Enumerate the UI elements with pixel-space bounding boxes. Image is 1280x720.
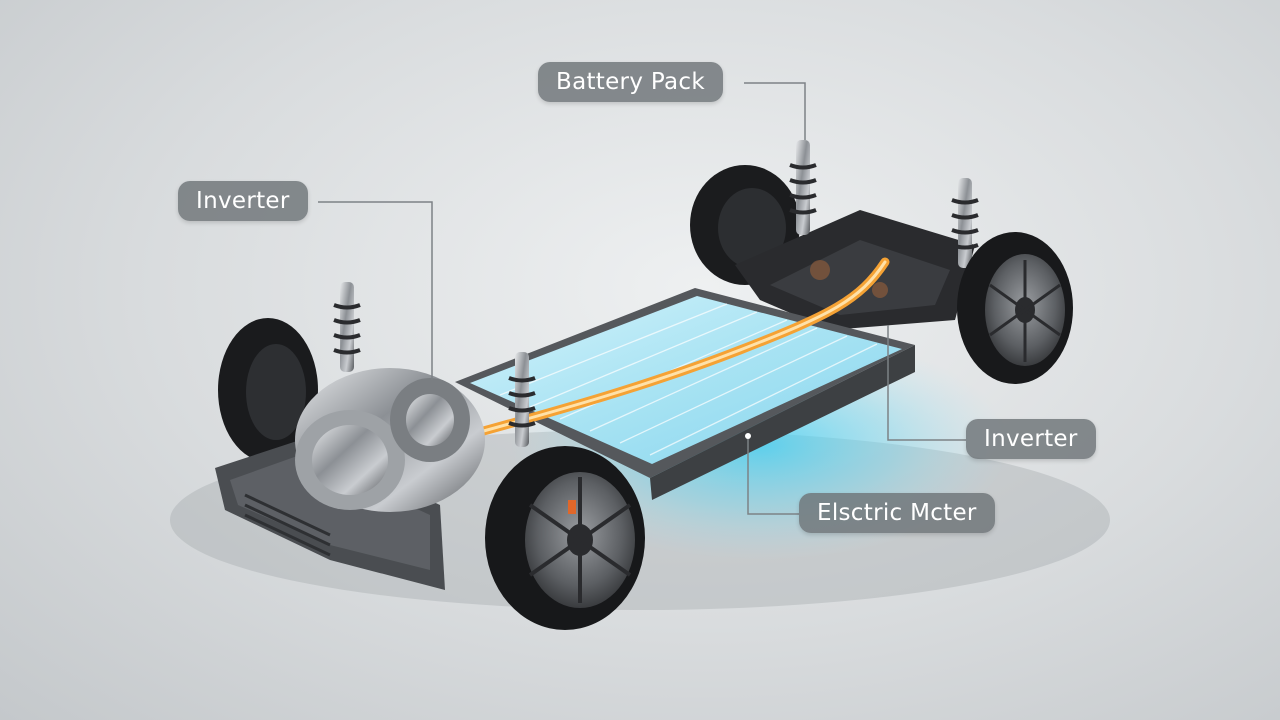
rear-shock-absorbers <box>789 140 979 268</box>
front-right-wheel <box>485 446 645 630</box>
electric-motor-label: Elsctric Mcter <box>799 493 995 533</box>
leader-inverter-right <box>887 325 966 441</box>
front-subframe <box>215 440 445 590</box>
leader-electric-motor <box>747 436 799 515</box>
leader-battery-pack <box>744 82 806 140</box>
callout-leader-lines <box>318 82 966 515</box>
battery-pack <box>455 257 915 500</box>
front-shock-absorbers <box>333 282 536 447</box>
inverter-label-left: Inverter <box>178 181 308 221</box>
front-left-wheel <box>218 318 318 462</box>
rear-right-wheel <box>957 232 1073 384</box>
electric-motor <box>295 368 485 512</box>
rear-subframe <box>735 210 975 330</box>
inverter-label-right: Inverter <box>966 419 1096 459</box>
battery-pack-label: Battery Pack <box>538 62 723 102</box>
leader-inverter-left <box>318 201 433 380</box>
